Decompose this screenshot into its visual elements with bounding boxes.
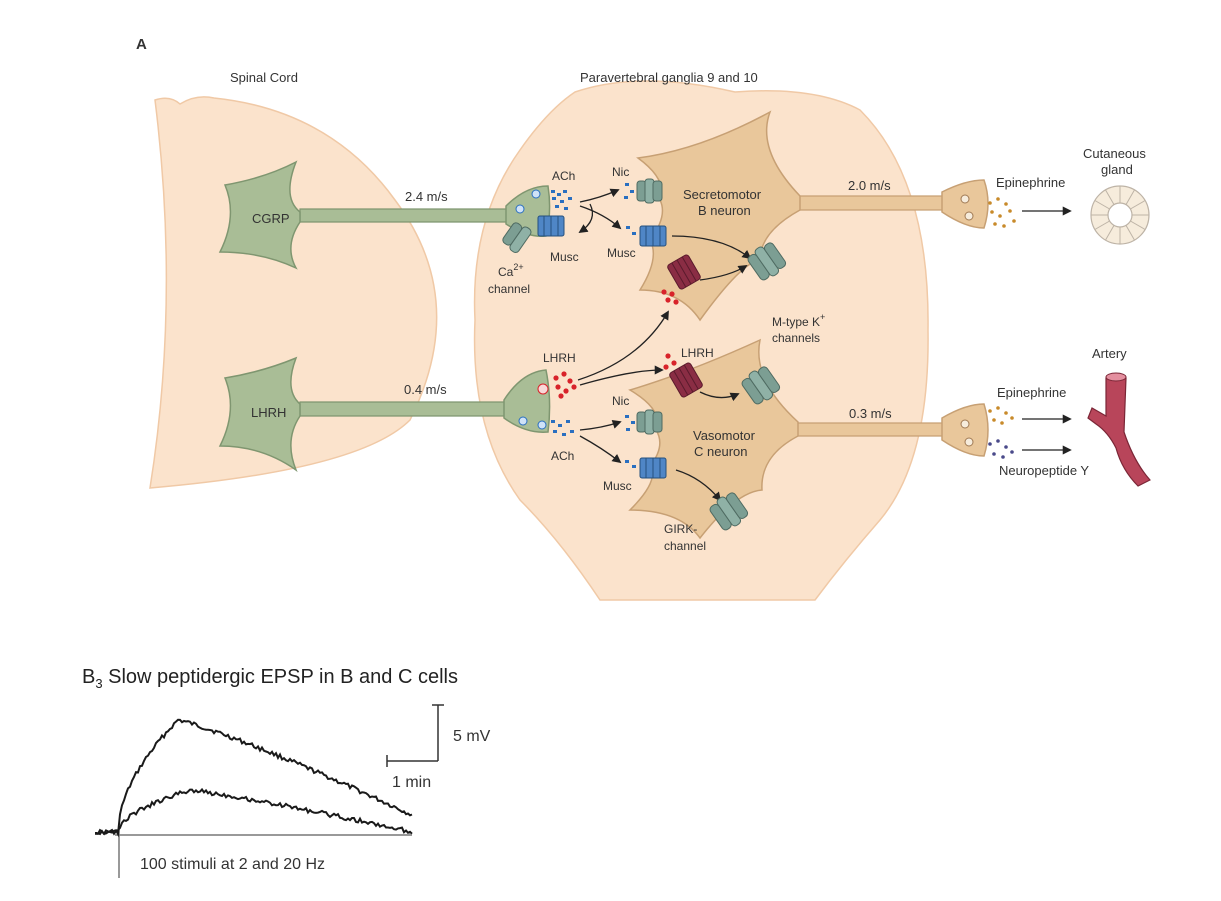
stimulus-label: 100 stimuli at 2 and 20 Hz	[140, 856, 325, 873]
neuropeptide-y-label: Neuropeptide Y	[999, 463, 1089, 478]
nic-label-bottom: Nic	[612, 394, 629, 408]
muscarinic-receptor-pre	[537, 215, 565, 237]
signal-arrows	[577, 188, 1072, 502]
neuropeptide-y-molecules	[988, 439, 1014, 459]
m-type-k-label-2: channels	[772, 331, 820, 345]
ach-label-top: ACh	[552, 169, 575, 183]
gland-lobule-divider	[1125, 225, 1135, 241]
cgrp-label: CGRP	[252, 211, 290, 226]
gland-lobule-divider	[1105, 225, 1115, 241]
c-neuron-speed: 0.3 m/s	[849, 406, 892, 421]
b-neuron-label: B neuron	[698, 203, 751, 218]
scale-time: 1 min	[392, 774, 431, 791]
m-type-k-channel-b	[747, 242, 787, 281]
lhrh-neuron	[218, 356, 301, 473]
c-terminal	[941, 403, 989, 457]
gland-lobule-divider	[1130, 220, 1146, 230]
lhrh-vesicle	[537, 383, 549, 395]
panel-b-title: B3 Slow peptidergic EPSP in B and C cell…	[82, 666, 458, 691]
panel-a-letter: A	[136, 36, 147, 53]
nicotinic-receptor-b	[636, 178, 663, 204]
gland-lobule-divider	[1094, 200, 1110, 210]
m-type-k-channel-c	[741, 366, 781, 405]
gland-lobule-divider	[1125, 189, 1135, 205]
lhrh-receptor-b	[667, 254, 701, 290]
musc-label-b: Musc	[607, 246, 636, 260]
lhrh-terminal	[503, 369, 551, 433]
ganglia-label: Paravertebral ganglia 9 and 10	[580, 70, 758, 85]
gland-lobule-divider	[1105, 189, 1115, 205]
lhrh-speed: 0.4 m/s	[404, 382, 447, 397]
lhrh-molecules	[553, 289, 679, 399]
cgrp-neuron	[218, 160, 301, 270]
cgrp-speed: 2.4 m/s	[405, 189, 448, 204]
scale-voltage: 5 mV	[453, 728, 491, 745]
calcium-channel-label: Ca2+	[498, 262, 524, 279]
c-neuron-axon	[794, 422, 946, 437]
calcium-channel	[502, 222, 532, 253]
ach-molecules	[551, 183, 636, 468]
artery	[1087, 374, 1151, 487]
epinephrine-molecules	[988, 197, 1016, 425]
musc-label-pre: Musc	[550, 250, 579, 264]
lhrh-receptor-label: LHRH	[681, 346, 714, 360]
gland-lobule-divider	[1094, 220, 1110, 230]
b-neuron-speed: 2.0 m/s	[848, 178, 891, 193]
girk-label: GIRK-	[664, 522, 697, 536]
spinal-cord-label: Spinal Cord	[230, 70, 298, 85]
ach-label-bottom: ACh	[551, 449, 574, 463]
lhrh-receptor-c	[669, 362, 703, 398]
cgrp-axon	[299, 208, 509, 223]
b-terminal	[941, 179, 989, 229]
cutaneous-label: Cutaneous	[1083, 146, 1146, 161]
m-type-k-label: M-type K+	[772, 312, 825, 329]
calcium-channel-label-2: channel	[488, 282, 530, 296]
c-neuron-label: C neuron	[694, 444, 747, 459]
nicotinic-receptor-c	[636, 409, 663, 435]
lhrh-axon	[299, 401, 507, 417]
artery-label: Artery	[1092, 346, 1127, 361]
girk-label-2: channel	[664, 539, 706, 553]
vasomotor-label: Vasomotor	[693, 428, 756, 443]
scale-bar	[386, 704, 444, 767]
muscarinic-receptor-b	[639, 225, 667, 247]
girk-channel	[709, 492, 749, 531]
gland-lobule-divider	[1130, 200, 1146, 210]
cutaneous-gland	[1090, 185, 1150, 245]
spinal-cord-tissue	[149, 96, 438, 489]
epsp-trace-small	[95, 787, 413, 836]
epinephrine-label-top: Epinephrine	[996, 175, 1065, 190]
epsp-trace-large	[95, 718, 413, 838]
b-neuron-axon	[794, 195, 946, 211]
ganglia-tissue	[473, 80, 929, 601]
secretomotor-label: Secretomotor	[683, 187, 762, 202]
presynaptic-vesicles	[515, 189, 547, 430]
muscarinic-receptor-c	[639, 457, 667, 479]
epinephrine-label-bottom: Epinephrine	[997, 385, 1066, 400]
gland-label: gland	[1101, 162, 1133, 177]
nic-label-top: Nic	[612, 165, 629, 179]
terminal-vesicles	[960, 194, 974, 447]
musc-label-c: Musc	[603, 479, 632, 493]
lhrh-neuron-label: LHRH	[251, 405, 286, 420]
lhrh-release-label: LHRH	[543, 351, 576, 365]
